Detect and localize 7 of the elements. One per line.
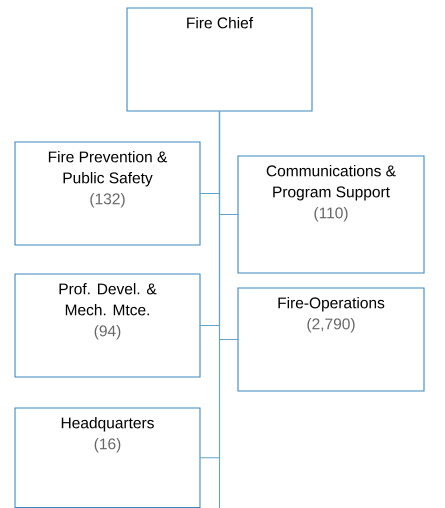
org-box: Fire Chief [126,7,313,112]
org-box: Fire-Operations (2,790) [237,287,425,392]
org-box: Fire Prevention & Public Safety (132) [14,141,201,246]
org-box: Prof. Devel. & Mech. Mtce. (94) [14,273,201,378]
org-box: Communications & Program Support (110) [237,155,425,274]
connector-line [200,111,220,458]
org-box: Headquarters (16) [14,407,201,508]
